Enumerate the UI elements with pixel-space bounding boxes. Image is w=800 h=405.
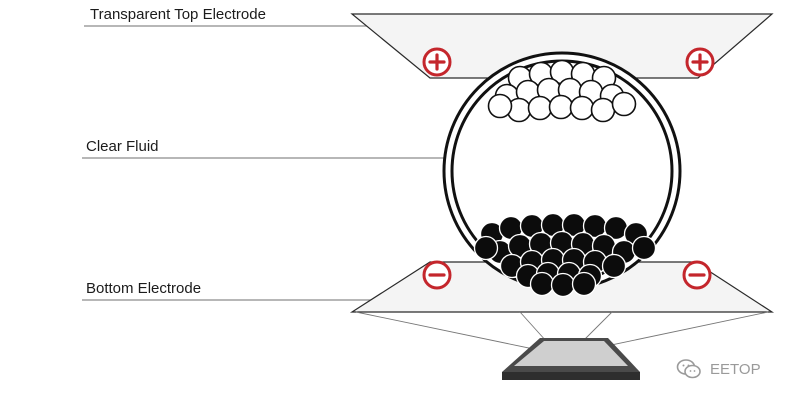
clear-fluid-label: Clear Fluid [86, 138, 159, 155]
positive-charge-left-icon [422, 47, 452, 77]
black-particle [473, 235, 499, 261]
black-particle [529, 271, 555, 297]
black-particles [473, 212, 657, 298]
white-particle [487, 93, 513, 119]
black-particle [601, 253, 627, 279]
white-particle [569, 95, 595, 121]
microcapsule [442, 51, 682, 298]
positive-charge-right-icon [685, 47, 715, 77]
wechat-icon [676, 359, 701, 379]
black-particle [550, 272, 576, 298]
white-particle [548, 94, 574, 120]
watermark: EETOP [676, 358, 761, 380]
bottom-electrode-label: Bottom Electrode [86, 280, 202, 297]
negative-charge-right-icon [682, 260, 712, 290]
top-electrode-plate [350, 13, 774, 79]
white-particles [487, 59, 637, 123]
white-particle [611, 91, 637, 117]
watermark-text: EETOP [710, 360, 761, 378]
black-particle [571, 271, 597, 297]
white-particle [527, 95, 553, 121]
black-particle [631, 235, 657, 261]
negative-charge-left-icon [422, 260, 452, 290]
e-reader-device [502, 338, 640, 380]
charge-symbols [422, 47, 715, 290]
top-electrode-label: Transparent Top Electrode [90, 6, 266, 23]
white-particle [590, 97, 616, 123]
